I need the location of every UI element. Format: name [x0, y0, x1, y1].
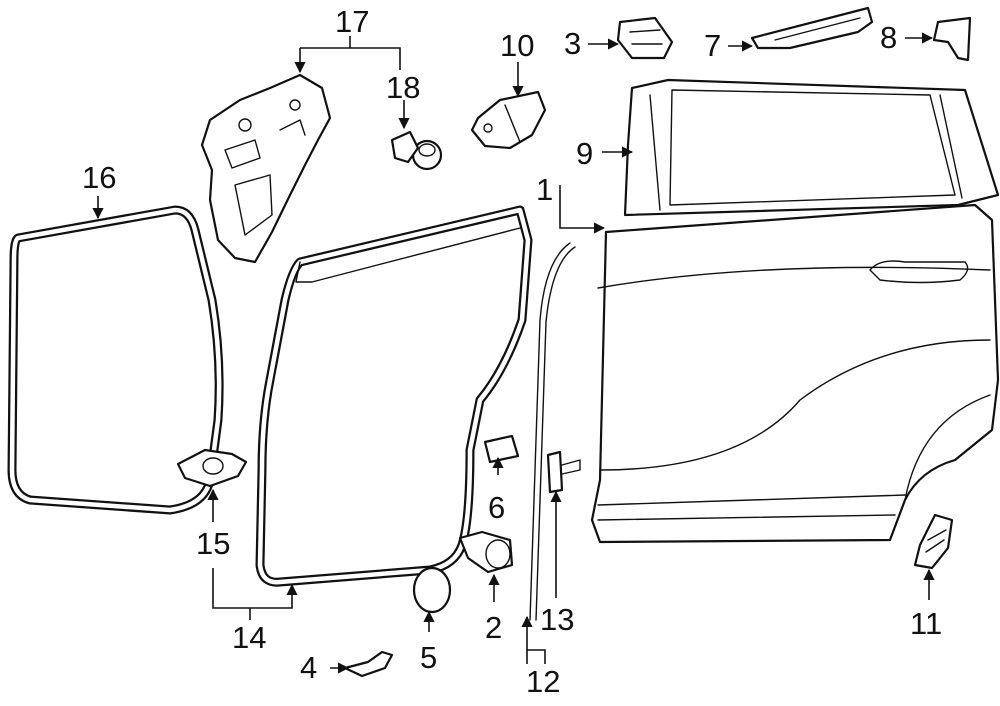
- callout-1: 1: [536, 172, 553, 207]
- part-12-channel: [529, 242, 576, 621]
- part-8-corner-piece: [932, 16, 972, 62]
- callout-9: 9: [576, 136, 593, 171]
- leader-lines: [92, 32, 935, 674]
- part-18-clip: [390, 130, 443, 171]
- callout-15: 15: [196, 526, 230, 561]
- callout-10: 10: [500, 28, 534, 63]
- callout-3: 3: [564, 26, 581, 61]
- part-16-weatherstrip: [7, 205, 224, 515]
- part-5-cap: [412, 566, 452, 614]
- callout-12: 12: [526, 664, 560, 699]
- part-7-trim-strip: [750, 6, 874, 50]
- callout-7: 7: [704, 28, 721, 63]
- callout-14: 14: [232, 620, 266, 655]
- callout-18: 18: [386, 70, 420, 105]
- callout-13: 13: [540, 602, 574, 637]
- part-17-inner-bracket: [200, 73, 332, 264]
- callout-16: 16: [82, 160, 116, 195]
- callout-4: 4: [300, 650, 317, 685]
- part-9-window-run: [623, 78, 1000, 217]
- part-15-plug: [176, 448, 248, 488]
- callout-11: 11: [910, 606, 942, 641]
- callout-6: 6: [488, 490, 505, 525]
- part-3-clip: [616, 16, 674, 60]
- callout-2: 2: [485, 610, 502, 645]
- part-1-door-shell: [590, 203, 1000, 544]
- part-4-clip: [343, 650, 394, 678]
- part-11-end-cap: [913, 513, 954, 570]
- part-2-bumper: [458, 530, 514, 574]
- callout-5: 5: [420, 640, 437, 675]
- part-10-hinge-bracket: [470, 90, 547, 150]
- part-6-pad: [483, 434, 520, 464]
- part-13-fastener: [546, 450, 581, 494]
- part-14-door-seal: [255, 205, 533, 587]
- callout-8: 8: [880, 20, 897, 55]
- callout-17: 17: [335, 4, 369, 39]
